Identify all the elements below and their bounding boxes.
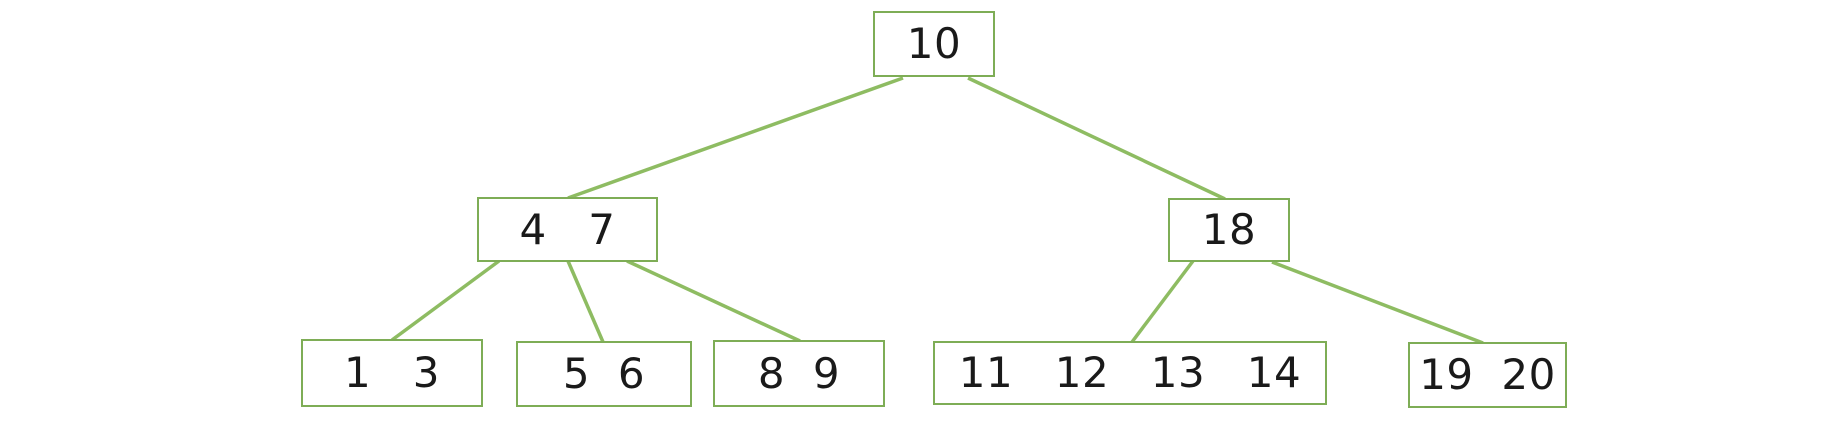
node-keys-label: 5 6 <box>562 349 646 398</box>
tree-edge-n4-7-n1-3 <box>390 259 501 342</box>
tree-edge-n4-7-n5-6 <box>566 260 605 343</box>
tree-edge-n18-n11-14 <box>1130 259 1195 344</box>
node-keys-label: 8 9 <box>757 348 841 398</box>
tree-edge-n18-n19-20 <box>1271 260 1484 345</box>
tree-node-n11-14: 11 12 13 14 <box>933 341 1327 405</box>
node-keys-label: 19 20 <box>1419 350 1556 399</box>
tree-node-n5-6: 5 6 <box>516 341 692 407</box>
node-keys-label: 18 <box>1201 205 1257 254</box>
node-keys-label: 1 3 <box>344 348 440 397</box>
node-keys-label: 4 7 <box>519 204 616 254</box>
tree-node-n18: 18 <box>1168 198 1290 262</box>
node-keys-label: 10 <box>906 19 962 68</box>
tree-node-root: 10 <box>873 11 995 77</box>
tree-node-n8-9: 8 9 <box>713 340 885 407</box>
tree-edge-root-n18 <box>967 76 1226 201</box>
tree-node-n1-3: 1 3 <box>301 339 483 407</box>
tree-node-n19-20: 19 20 <box>1408 342 1567 408</box>
tree-edge-root-n4-7 <box>567 76 904 200</box>
node-keys-label: 11 12 13 14 <box>958 348 1302 397</box>
tree-node-n4-7: 4 7 <box>477 197 658 262</box>
tree-edge-n4-7-n8-9 <box>626 259 801 343</box>
